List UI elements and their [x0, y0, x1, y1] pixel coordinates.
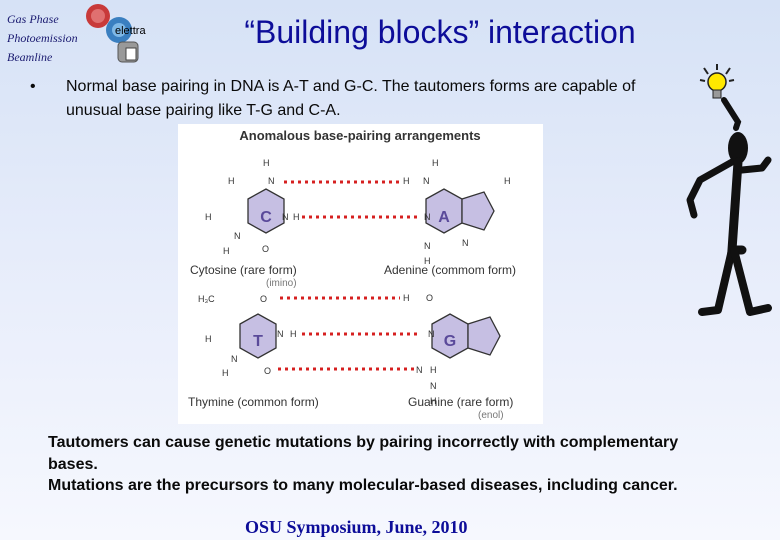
cytosine-letter: C	[260, 209, 272, 226]
base-pairing-diagram: Anomalous base-pairing arrangements C H …	[188, 128, 516, 421]
thymine-ring	[239, 313, 277, 359]
figure-title: Anomalous base-pairing arrangements	[239, 128, 480, 143]
atom-label: N	[231, 354, 238, 364]
tautomer-mutation-text: Tautomers can cause genetic mutations by…	[48, 432, 728, 497]
pair-cytosine-adenine: C H H N H N H N H O A H N H H N N N H Cy…	[190, 158, 516, 289]
atom-label: N	[423, 176, 430, 186]
atom-label: N	[282, 212, 289, 222]
guanine-subtitle: (enol)	[478, 410, 504, 421]
atom-label: N	[268, 176, 275, 186]
atom-label: N	[428, 329, 435, 339]
lightbulb-icon	[699, 64, 735, 99]
adenine-5ring	[461, 191, 495, 231]
atom-label: N	[277, 329, 284, 339]
atom-label: N	[424, 241, 431, 251]
bullet-marker: •	[30, 78, 36, 95]
base-pairing-figure: Anomalous base-pairing arrangements C H …	[178, 124, 543, 424]
atom-label: O	[426, 293, 433, 303]
methyl-label: H₃C	[198, 294, 215, 304]
adenine-letter: A	[438, 209, 450, 226]
atom-label: H	[228, 176, 235, 186]
atom-label: H	[263, 158, 270, 168]
cytosine-subtitle: (imino)	[266, 278, 297, 289]
atom-label: H	[504, 176, 511, 186]
atom-label: N	[416, 365, 423, 375]
atom-label: N	[424, 212, 431, 222]
logo-line-1: Gas Phase	[7, 12, 59, 26]
atom-label: O	[264, 366, 271, 376]
bullet-text: Normal base pairing in DNA is A-T and G-…	[66, 78, 636, 119]
guanine-5ring	[467, 316, 501, 356]
atom-label: H	[424, 256, 431, 266]
atom-label: H	[222, 368, 229, 378]
thymine-name: Thymine (common form)	[188, 395, 319, 409]
bottom-line-2: Mutations are the precursors to many mol…	[48, 477, 678, 494]
guanine-letter: G	[444, 333, 456, 350]
atom-label: H	[205, 334, 212, 344]
logo-line-2: Photoemission	[7, 31, 78, 45]
atom-label: H	[430, 365, 437, 375]
atom-label: H	[403, 176, 410, 186]
bottom-line-1: Tautomers can cause genetic mutations by…	[48, 434, 679, 473]
elettra-logo-icon: elettra	[86, 4, 146, 63]
stick-figure-with-lightbulb-icon	[686, 64, 772, 316]
cytosine-ring	[247, 188, 285, 234]
slide-title: “Building blocks” interaction	[244, 14, 636, 50]
atom-label: H	[290, 329, 297, 339]
adenine-name: Adenine (commom form)	[384, 263, 516, 277]
atom-label: H	[205, 212, 212, 222]
pair-thymine-guanine: T H₃C O H N H N H O G H O N N H N H Thym…	[188, 293, 513, 421]
atom-label: H	[293, 212, 300, 222]
atom-label: N	[430, 381, 437, 391]
thymine-letter: T	[253, 333, 263, 350]
guanine-name: Guanine (rare form)	[408, 395, 513, 409]
atom-label: H	[432, 158, 439, 168]
atom-label: H	[223, 246, 230, 256]
atom-label: H	[430, 396, 437, 406]
logo-line-3: Beamline	[7, 50, 53, 64]
logo-mark-text: elettra	[115, 25, 146, 37]
beamline-logo-text: Gas Phase Photoemission Beamline	[7, 10, 78, 67]
atom-label: H	[403, 293, 410, 303]
atom-label: N	[462, 238, 469, 248]
atom-label: N	[234, 231, 241, 241]
cytosine-name: Cytosine (rare form)	[190, 263, 297, 277]
atom-label: O	[260, 294, 267, 304]
footer-symposium: OSU Symposium, June, 2010	[245, 517, 468, 537]
atom-label: O	[262, 244, 269, 254]
